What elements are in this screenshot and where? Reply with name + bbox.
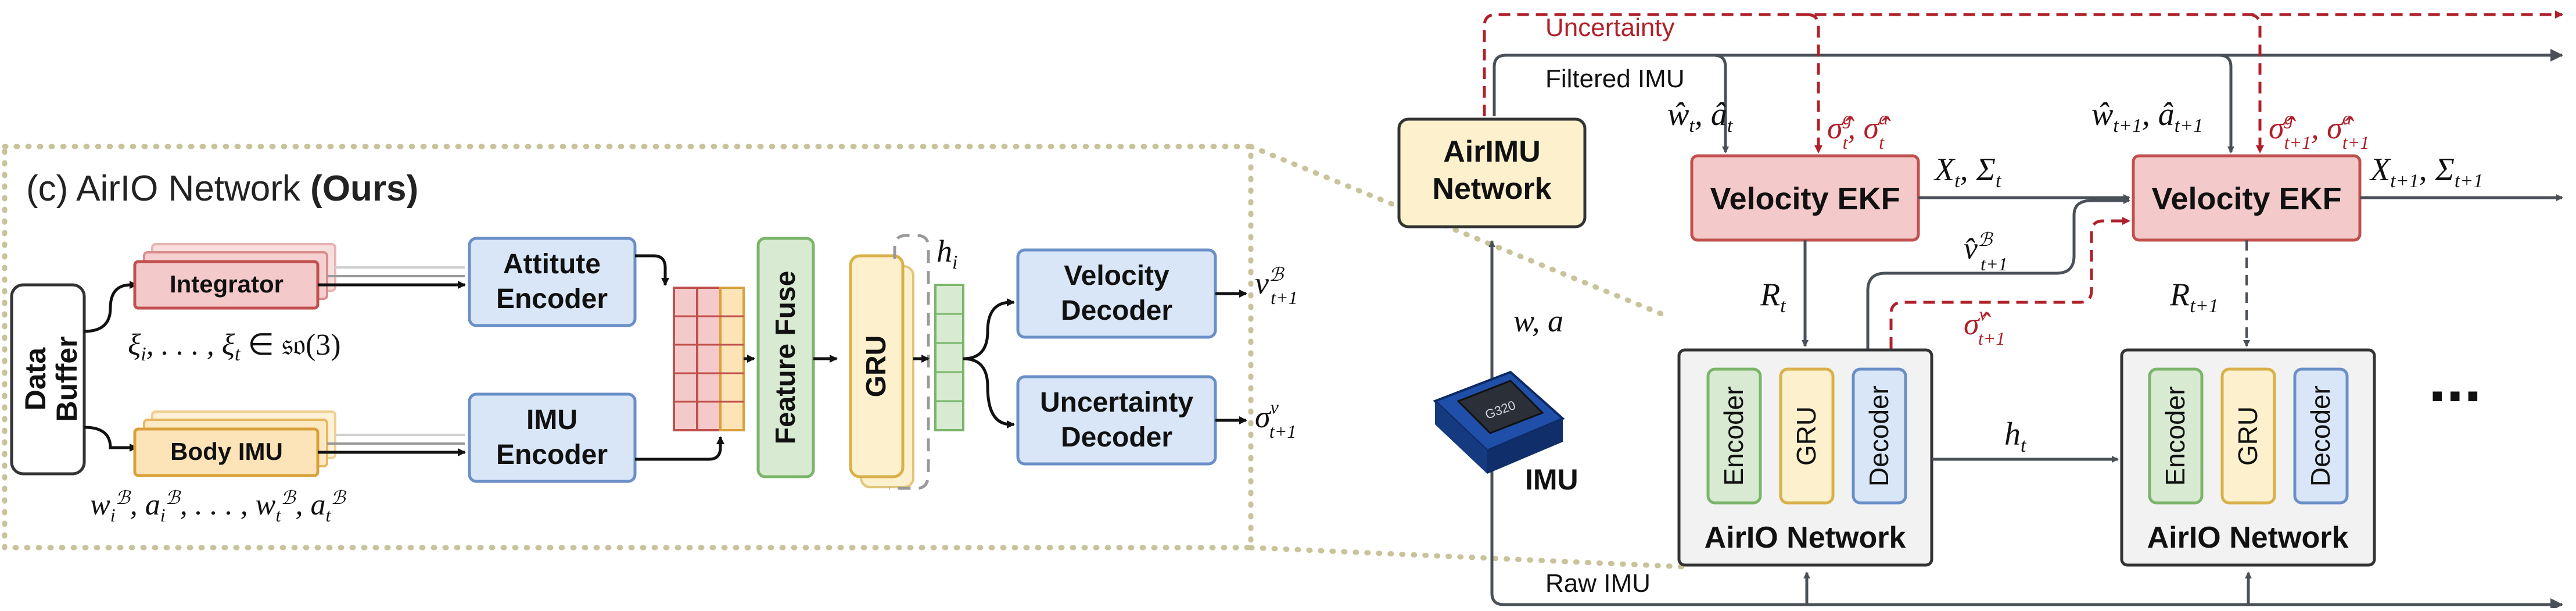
imu-device-right — [1487, 419, 1563, 474]
airio1-encoder-box — [1706, 367, 1762, 505]
filtered-imu-line — [1492, 49, 2563, 116]
uncertainty-dashed-line — [1483, 10, 2563, 116]
integrator-label: Integrator — [170, 270, 284, 298]
right-panel: Filtered IMU Uncertainty AirIMU Network … — [1397, 10, 2563, 611]
airio1-gru-label: GRU — [1791, 406, 1821, 466]
filtered-imu-label: Filtered IMU — [1545, 65, 1685, 93]
feature-grid — [673, 287, 745, 431]
attitude-encoder-line1: Attitute — [503, 249, 601, 280]
airimu-line1: AirIMU — [1443, 135, 1541, 169]
uncertainty-label: Uncertainty — [1545, 13, 1675, 42]
filtered-to-ekf2 — [2219, 53, 2234, 153]
airio1-decoder-label: Decoder — [1864, 385, 1894, 487]
imu-device-chip — [1456, 380, 1544, 434]
w-a-label: wiℬ, aiℬ, . . . , wtℬ, atℬ — [90, 487, 347, 526]
airio1-encoder-label: Encoder — [1718, 386, 1749, 485]
airio2-encoder-label: Encoder — [2160, 386, 2190, 485]
imu-to-grid-arrow — [635, 436, 724, 461]
airio-network-1-label: AirIO Network — [1705, 521, 1906, 555]
w-a-input-label: w, a — [1513, 303, 1563, 338]
airio1-velocity-to-ekf2 — [1866, 197, 2130, 349]
buffer-to-integrator-arrow — [84, 281, 138, 333]
attitude-encoder-box — [468, 237, 637, 327]
gru-recurrent-loop — [889, 234, 930, 490]
uncertainty-decoder-line2: Decoder — [1061, 422, 1172, 453]
airimu-network-box — [1397, 117, 1587, 228]
zoom-guide-bottom — [1248, 545, 1688, 570]
velocity-decoder-line1: Velocity — [1064, 260, 1169, 291]
hidden-vector-box — [934, 284, 964, 431]
data-buffer-line1: Data — [19, 347, 52, 411]
data-buffer-box — [10, 283, 86, 476]
title-bold: (Ours) — [310, 169, 418, 209]
what-t-label: ŵt, ât — [1667, 97, 1734, 137]
title-prefix: (c) AirIO Network — [26, 169, 310, 209]
uncertainty-to-ekf2 — [2248, 13, 2264, 153]
raw-imu-label: Raw IMU — [1545, 569, 1651, 598]
raw-imu-line — [1490, 592, 2563, 611]
gru-box — [849, 254, 905, 478]
feature-fuse-label: Feature Fuse — [770, 271, 801, 445]
h-t-label: ht — [2004, 416, 2027, 456]
bodyimu-label: Body IMU — [170, 438, 283, 465]
buffer-to-bodyimu-arrow — [84, 426, 138, 452]
r-t1-label: Rt+1 — [2169, 277, 2219, 317]
imu-label: IMU — [1525, 463, 1578, 496]
data-buffer-line2: Buffer — [51, 336, 83, 421]
uncertainty-decoder-line1: Uncertainty — [1040, 387, 1193, 418]
attitude-to-grid-arrow — [635, 254, 669, 286]
imu-device-icon: G320 — [1433, 370, 1565, 474]
imu-encoder-box — [468, 392, 637, 483]
imu-encoder-line1: IMU — [526, 405, 577, 435]
left-panel-frame — [2, 144, 1254, 551]
airio1-gru-box — [1779, 367, 1835, 505]
airio2-decoder-label: Decoder — [2305, 385, 2335, 487]
feature-grid-col2 — [696, 287, 722, 431]
what-t1-label: ŵt+1, ât+1 — [2091, 97, 2203, 137]
feature-grid-col1 — [673, 287, 698, 431]
hidden-to-velocity-decoder-arrow — [963, 298, 1015, 360]
ekf2-label: Velocity EKF — [2151, 181, 2341, 216]
ellipsis-label: ... — [2428, 344, 2482, 415]
left-panel: (c) AirIO Network (Ours) Data Buffer Int… — [2, 144, 1688, 570]
airio2-decoder-box — [2293, 367, 2349, 505]
attitude-encoder-line2: Encoder — [496, 284, 608, 315]
imu-device-left — [1435, 401, 1487, 474]
left-panel-title: (c) AirIO Network (Ours) — [26, 169, 418, 209]
gru-label: GRU — [861, 335, 892, 398]
x-t-label: Xt, Σt — [1933, 152, 2002, 192]
ekf1-label: Velocity EKF — [1710, 181, 1900, 216]
uncertainty-to-ekf1 — [1806, 13, 1822, 153]
r-t-label: Rt — [1760, 277, 1786, 317]
feature-grid-col3 — [719, 287, 745, 431]
hidden-to-uncertainty-decoder-arrow — [963, 357, 1015, 428]
airio2-gru-label: GRU — [2233, 406, 2263, 466]
airio-network-2-label: AirIO Network — [2147, 521, 2349, 555]
airio2-gru-box — [2220, 367, 2276, 505]
airio2-encoder-box — [2148, 367, 2204, 505]
zoom-guide-top — [1248, 144, 1664, 317]
imu-encoder-line2: Encoder — [496, 440, 608, 470]
x-t1-label: Xt+1, Σt+1 — [2369, 152, 2483, 192]
filtered-to-ekf1 — [1713, 53, 1729, 153]
hidden-vector — [934, 284, 964, 431]
velocity-decoder-line2: Decoder — [1061, 295, 1172, 326]
airio1-sigma-to-ekf2 — [1889, 217, 2130, 349]
h-i-label: hi — [937, 234, 957, 273]
airimu-line2: Network — [1432, 172, 1551, 206]
airio1-decoder-box — [1852, 367, 1907, 505]
xi-label: ξi, . . . , ξt ∈ 𝔰𝔬(3) — [128, 328, 341, 365]
